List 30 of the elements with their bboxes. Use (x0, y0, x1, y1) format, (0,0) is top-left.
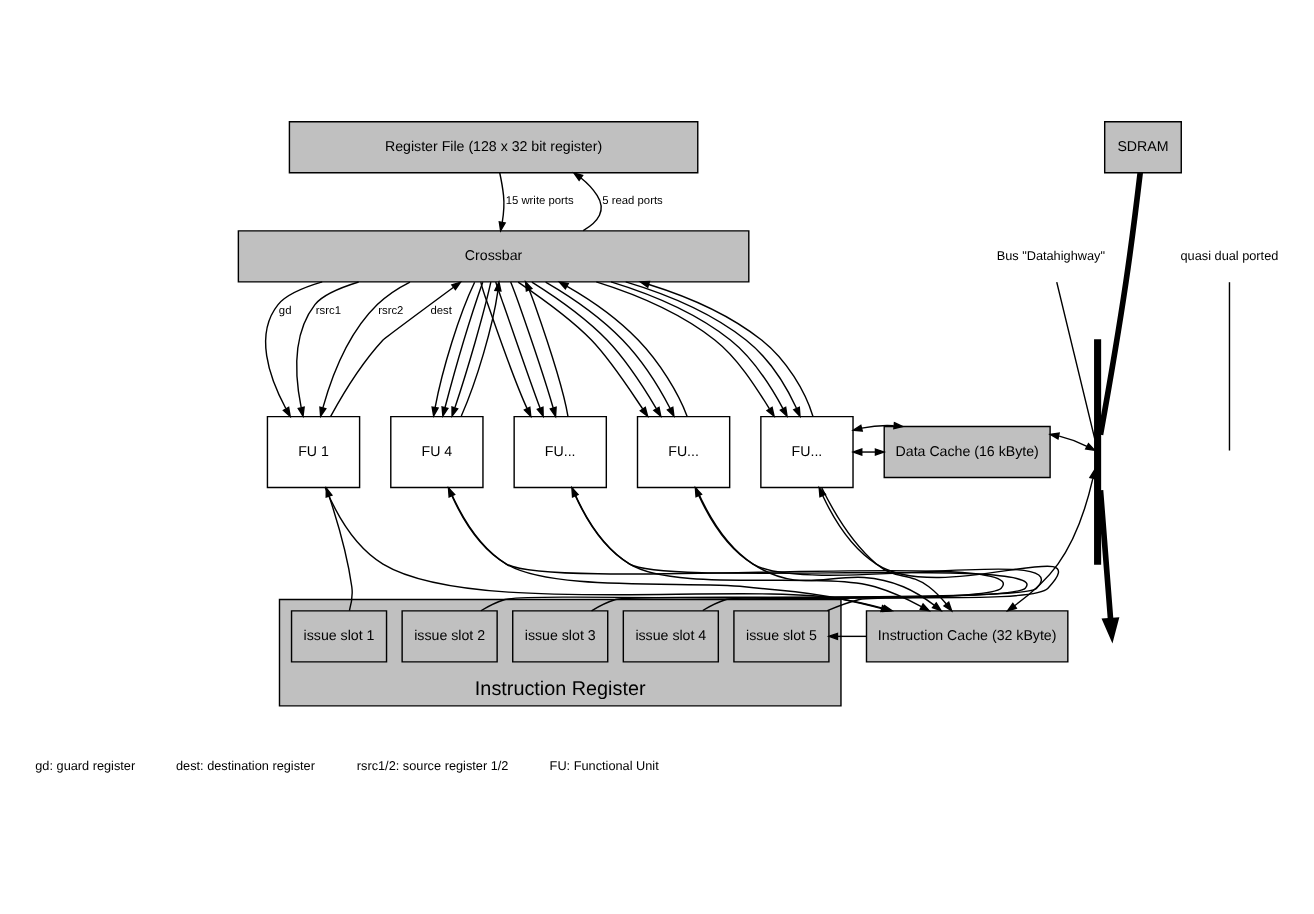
arrow (1005, 467, 1097, 612)
arrow (319, 281, 411, 419)
arrow (451, 281, 492, 418)
arrow (509, 281, 557, 419)
arrow (495, 281, 544, 419)
arrow (1048, 432, 1097, 452)
connector (1228, 281, 1231, 452)
arrow (296, 281, 360, 419)
arrow (517, 281, 649, 418)
connector (1097, 172, 1143, 436)
arrow (851, 448, 887, 456)
arrow (572, 171, 602, 232)
arrow (524, 280, 569, 418)
arrow (480, 281, 532, 419)
arrow (531, 281, 662, 418)
connector (1056, 281, 1096, 440)
arrow (431, 281, 476, 419)
arrow (329, 280, 463, 418)
arrow (1097, 489, 1120, 644)
arrow (460, 280, 502, 417)
arrow (265, 281, 323, 419)
arrow (441, 281, 484, 419)
arrow (498, 172, 507, 233)
arrow (325, 485, 353, 612)
node-bar (1094, 339, 1102, 565)
arrow (851, 421, 905, 432)
arrow (544, 281, 675, 419)
arrow (826, 632, 867, 641)
arrow (557, 281, 688, 417)
arrow (638, 280, 814, 417)
